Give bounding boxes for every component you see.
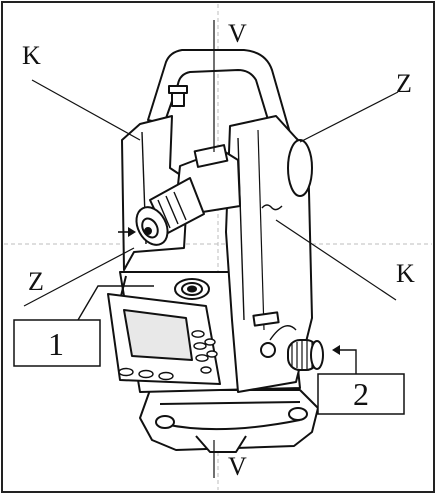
callout-2-leader [338,349,357,374]
foot-screw-right [288,407,308,421]
callout-2-box [317,373,405,415]
callout-1-leader [77,285,154,321]
callout-2-arrowhead [332,345,340,355]
callout-1-label: 1 [48,326,64,362]
display-screen [123,309,193,361]
foot-screw-front [195,435,247,453]
axis-label-z-bottom: Z [28,267,44,296]
callout-2: 2 [317,345,405,415]
tilt-axis-left [31,79,141,141]
axis-label-v-top: V [228,19,247,48]
axis-label-k-left: K [22,41,41,70]
foot-screw-left [155,415,175,429]
keypad [118,330,218,381]
vertical-circle-housing [287,139,313,197]
theodolite [107,49,324,453]
callout-1: 1 [13,285,154,367]
axis-label-v-bottom: V [228,452,247,481]
axis-lines [23,20,399,478]
sight-axis-left [23,247,135,307]
callout-2-label: 2 [353,376,369,412]
model-plate [252,311,280,327]
tilt-axis-right [275,219,397,301]
sight-axis-right [299,91,399,143]
axis-label-z-top: Z [396,69,412,98]
power-button [260,342,276,358]
brand-mark [261,204,283,211]
eyepiece-arrow [118,227,136,237]
axis-label-k-right: K [396,259,415,288]
optical-sight [193,144,229,168]
tribrach-base [139,389,319,451]
callout-1-box [13,319,101,367]
handle-screw [171,91,185,107]
